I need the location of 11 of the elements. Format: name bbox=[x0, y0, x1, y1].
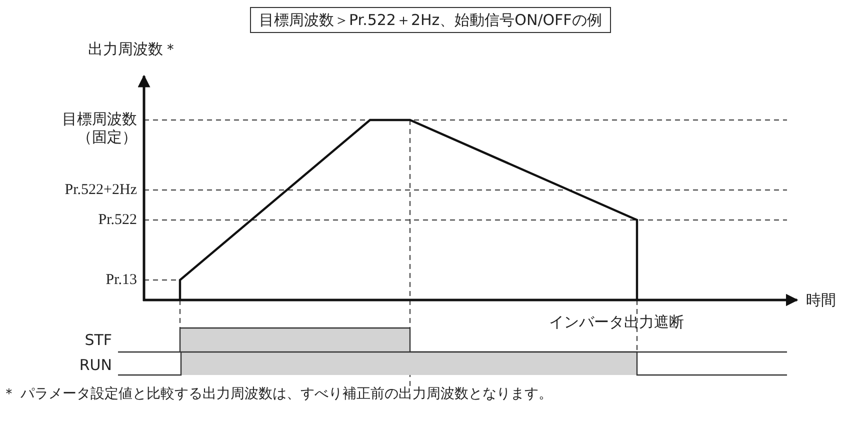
title-box: 目標周波数＞Pr.522＋2Hz、始動信号ON/OFFの例 bbox=[250, 7, 611, 33]
tick-label: Pr.13 bbox=[106, 271, 137, 289]
axis-title: 時間 bbox=[806, 291, 836, 309]
signal-name: RUN bbox=[79, 356, 112, 374]
tick-label: Pr.522 bbox=[98, 211, 137, 229]
annotation-text: インバータ出力遮断 bbox=[549, 313, 684, 331]
signal-name: STF bbox=[84, 331, 112, 349]
axis-title: 出力周波数＊ bbox=[88, 40, 178, 58]
tick-label: 目標周波数（固定） bbox=[61, 110, 137, 146]
footnote: ＊ パラメータ設定値と比較する出力周波数は、すべり補正前の出力周波数となります。 bbox=[2, 385, 552, 403]
tick-label: Pr.522+2Hz bbox=[64, 181, 137, 199]
